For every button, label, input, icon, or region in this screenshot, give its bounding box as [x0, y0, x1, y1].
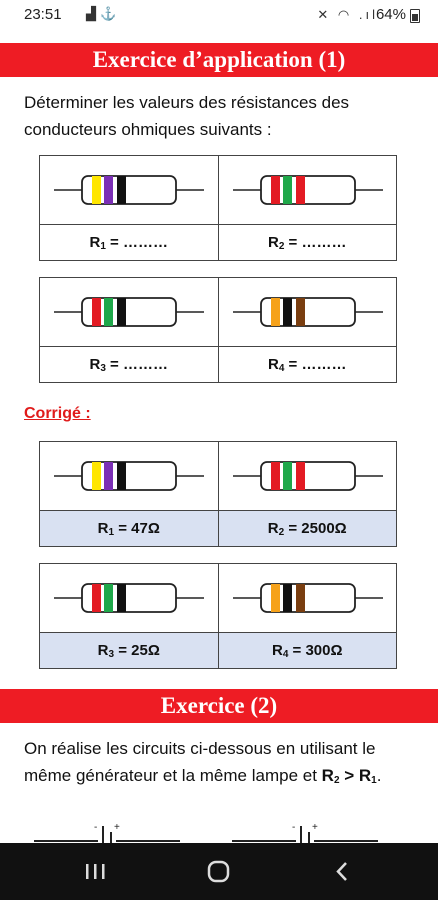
color-band-2 — [282, 462, 292, 490]
answer-resistor-cell-r4 — [217, 564, 397, 632]
correction-heading: Corrigé : — [24, 405, 91, 422]
color-band-1 — [92, 298, 101, 326]
exercise-table-1: R1 = ……… R2 = ……… — [39, 155, 397, 261]
section2-title: Exercice (2) — [0, 689, 438, 723]
color-band-1 — [92, 462, 101, 490]
color-band-2 — [104, 584, 113, 612]
answer-resistor-r3-icon — [54, 583, 204, 613]
resistor-cell-r4 — [217, 278, 397, 346]
answer-resistor-r2-icon — [232, 461, 383, 491]
answer-value-r4: R4 = 300Ω — [217, 633, 397, 668]
battery-percent: 64% — [375, 6, 406, 23]
color-band-2 — [282, 176, 292, 204]
color-band-3 — [117, 298, 126, 326]
color-band-1 — [270, 462, 280, 490]
color-band-1 — [92, 176, 101, 204]
value-label-r3: R3 = ……… — [89, 356, 168, 374]
resistor-cell-r3 — [40, 278, 218, 346]
answer-resistor-cell-r1 — [40, 442, 218, 510]
exercise-table-2: R3 = ……… R4 = ……… — [39, 277, 397, 383]
color-band-3 — [117, 584, 126, 612]
answer-value-r3: R3 = 25Ω — [97, 642, 160, 660]
color-band-1 — [92, 584, 101, 612]
recent-apps-icon — [86, 864, 105, 879]
resistor-r2-icon — [232, 175, 383, 205]
back-button[interactable] — [301, 843, 381, 900]
color-band-2 — [282, 298, 292, 326]
color-band-2 — [282, 584, 292, 612]
value-label-r1: R1 = ……… — [89, 234, 168, 252]
answer-value-r1: R1 = 47Ω — [97, 520, 160, 538]
home-icon — [207, 860, 230, 883]
battery-icon — [410, 9, 420, 23]
value-label-r4: R4 = ……… — [217, 347, 397, 382]
answer-table-1: R1 = 47Ω R2 = 2500Ω — [39, 441, 397, 547]
color-band-3 — [117, 462, 126, 490]
intro-text: Déterminer les valeurs des résistances d… — [24, 93, 350, 139]
value-label-r2: R2 = ……… — [217, 225, 397, 260]
color-band-1 — [270, 584, 280, 612]
section1-title: Exercice d’application (1) — [0, 43, 438, 77]
color-band-3 — [295, 176, 305, 204]
recent-apps-button[interactable] — [56, 843, 136, 900]
resistor-cell-r2 — [217, 156, 397, 224]
home-button[interactable] — [179, 843, 259, 900]
resistor-r3-icon — [54, 297, 204, 327]
status-bar: 23:51 ▟⚓ ✕ ◠ .ıl 64% — [0, 0, 438, 32]
color-band-2 — [104, 298, 113, 326]
answer-resistor-r4-icon — [232, 583, 383, 613]
answer-resistor-r1-icon — [54, 461, 204, 491]
exercise2-text: On réalise les circuits ci-dessous en ut… — [24, 739, 382, 786]
notification-icons: ▟⚓ — [86, 6, 121, 21]
answer-resistor-cell-r3 — [40, 564, 218, 632]
resistor-r4-icon — [232, 297, 383, 327]
color-band-1 — [270, 176, 280, 204]
color-band-2 — [104, 176, 113, 204]
answer-resistor-cell-r2 — [217, 442, 397, 510]
color-band-3 — [295, 298, 305, 326]
answer-table-2: R3 = 25Ω R4 = 300Ω — [39, 563, 397, 669]
navigation-bar — [0, 843, 438, 900]
color-band-2 — [104, 462, 113, 490]
color-band-3 — [295, 462, 305, 490]
back-icon — [336, 862, 347, 881]
status-time: 23:51 — [24, 6, 62, 23]
resistor-r1-icon — [54, 175, 204, 205]
signal-icons: ✕ ◠ .ıl — [317, 7, 378, 22]
color-band-3 — [295, 584, 305, 612]
resistor-cell-r1 — [40, 156, 218, 224]
color-band-3 — [117, 176, 126, 204]
answer-value-r2: R2 = 2500Ω — [217, 511, 397, 546]
color-band-1 — [270, 298, 280, 326]
